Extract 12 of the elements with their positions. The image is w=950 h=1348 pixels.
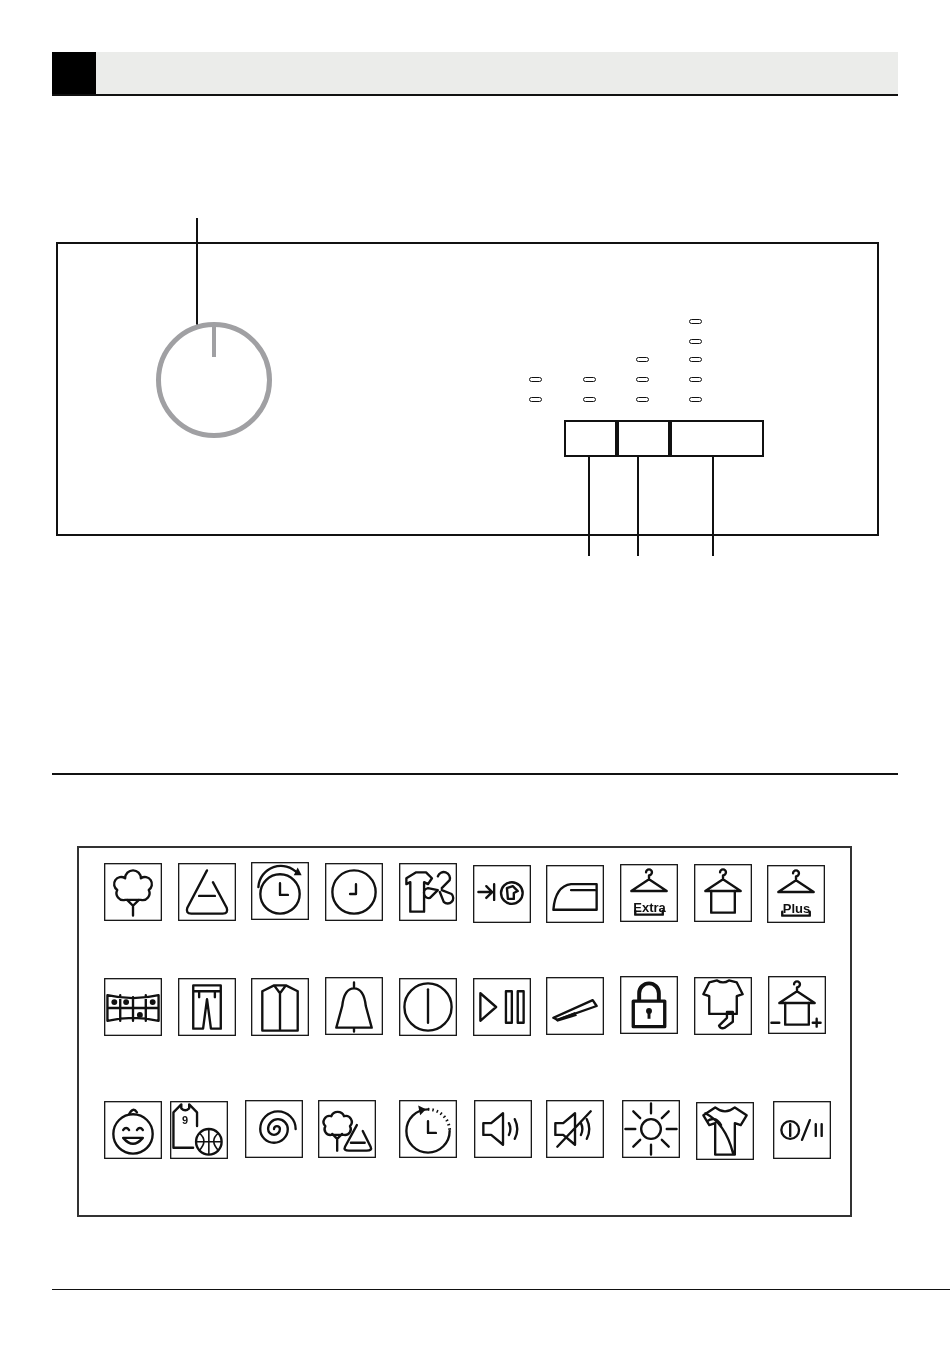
icon-text: Plus — [781, 902, 812, 915]
leader-line — [637, 456, 639, 557]
icon-text: 9 — [180, 1115, 190, 1126]
selector-knob — [156, 322, 272, 438]
control-button — [564, 420, 617, 457]
icon-text: Extra — [632, 901, 667, 914]
leader-line — [712, 456, 714, 557]
control-button — [670, 420, 764, 457]
leader-line — [196, 217, 198, 326]
leader-line — [588, 456, 590, 557]
control-button — [617, 420, 670, 457]
panel-outline — [56, 242, 879, 536]
